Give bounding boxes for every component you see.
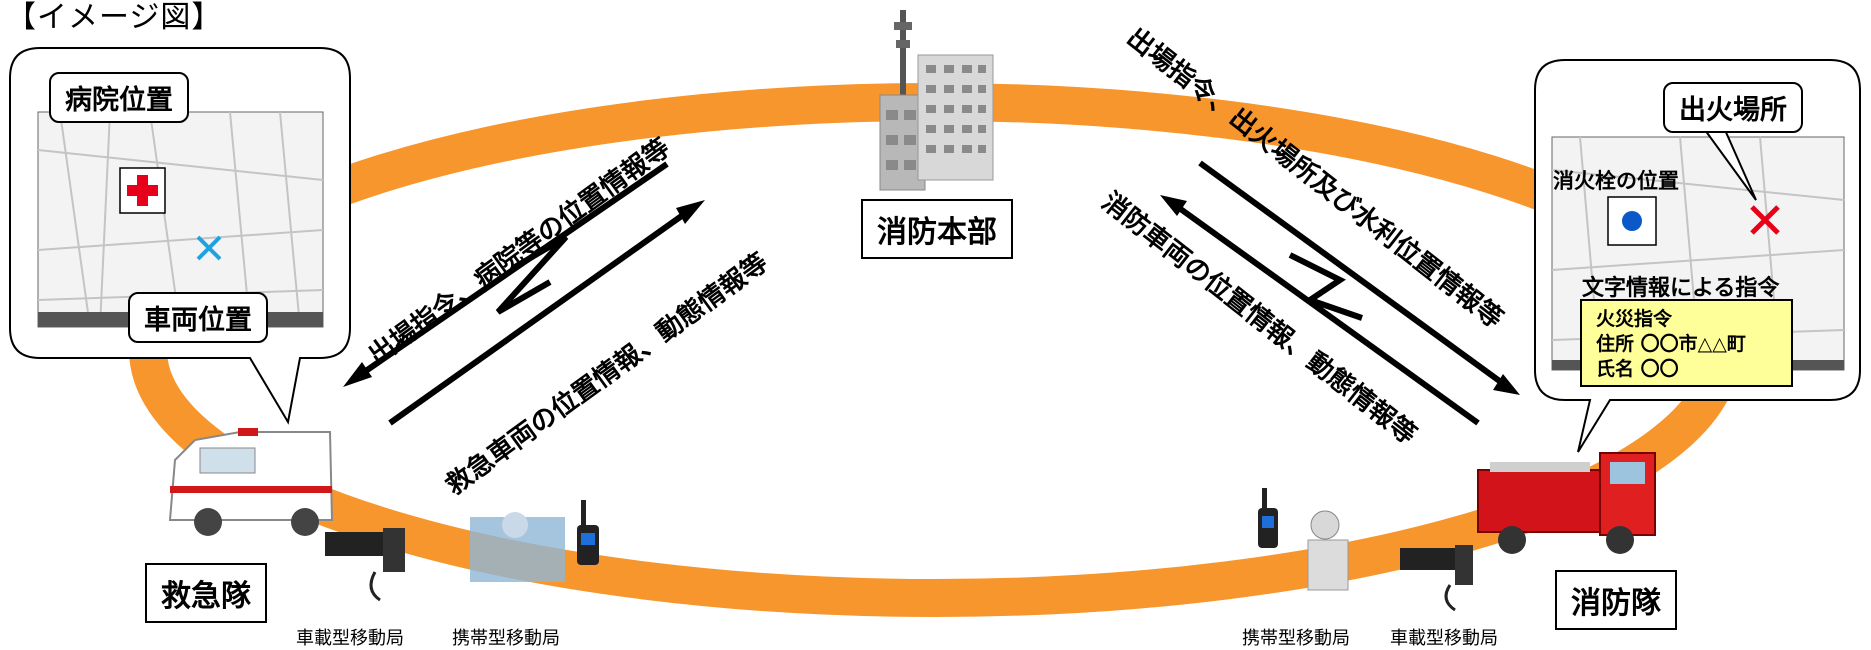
left-portable-radio-caption: 携帯型移動局 [452,628,560,649]
right-radio-zigzag-icon [1288,252,1363,321]
left-arrow-to-hq [388,200,705,426]
left-arrow-to-unit [343,161,669,387]
hospital-position-label: 病院位置 [49,72,189,123]
left-vehicle-radio-caption: 車載型移動局 [296,628,404,649]
figure-title: 【イメージ図】 [6,0,223,35]
right-arrow-to-hq [1160,195,1480,426]
right-arrow-to-unit [1198,160,1520,395]
fire-origin-label: 出火場所 [1663,82,1803,133]
fire-engine-icon [1477,452,1656,554]
fire-unit-label: 消防隊 [1555,570,1677,630]
left-radio-zigzag-icon [495,234,569,315]
dispatch-line: 火災指令 [1596,308,1673,330]
ambulance-unit-label: 救急隊 [145,563,267,623]
hydrant-position-label: 消火栓の位置 [1553,169,1679,193]
ambulance-icon [168,428,334,536]
fire-origin-marker-icon [1750,205,1780,235]
right-vehicle-radio-caption: 車載型移動局 [1390,628,1498,649]
dispatch-line: 氏名 〇〇 [1596,358,1679,380]
vehicle-position-marker-icon [196,235,222,261]
firefighter-icon [1307,510,1349,591]
dispatch-line: 住所 〇〇市△△町 [1596,333,1746,355]
portable-radio-icon [1258,488,1278,548]
vehicle-radio-icon [1400,545,1473,612]
portable-radio-icon [577,500,599,565]
hospital-cross-icon [119,167,166,214]
vehicle-radio-icon [325,528,405,602]
right-portable-radio-caption: 携帯型移動局 [1242,628,1350,649]
hq-building-icon [879,10,994,191]
dispatch-message-box: 火災指令 住所 〇〇市△△町 氏名 〇〇 [1580,299,1793,387]
text-dispatch-label: 文字情報による指令 [1582,276,1780,301]
hq-label: 消防本部 [861,199,1013,259]
vehicle-position-label: 車両位置 [128,292,268,343]
hydrant-marker-icon [1607,196,1657,246]
rescue-workers-icon [470,512,565,582]
